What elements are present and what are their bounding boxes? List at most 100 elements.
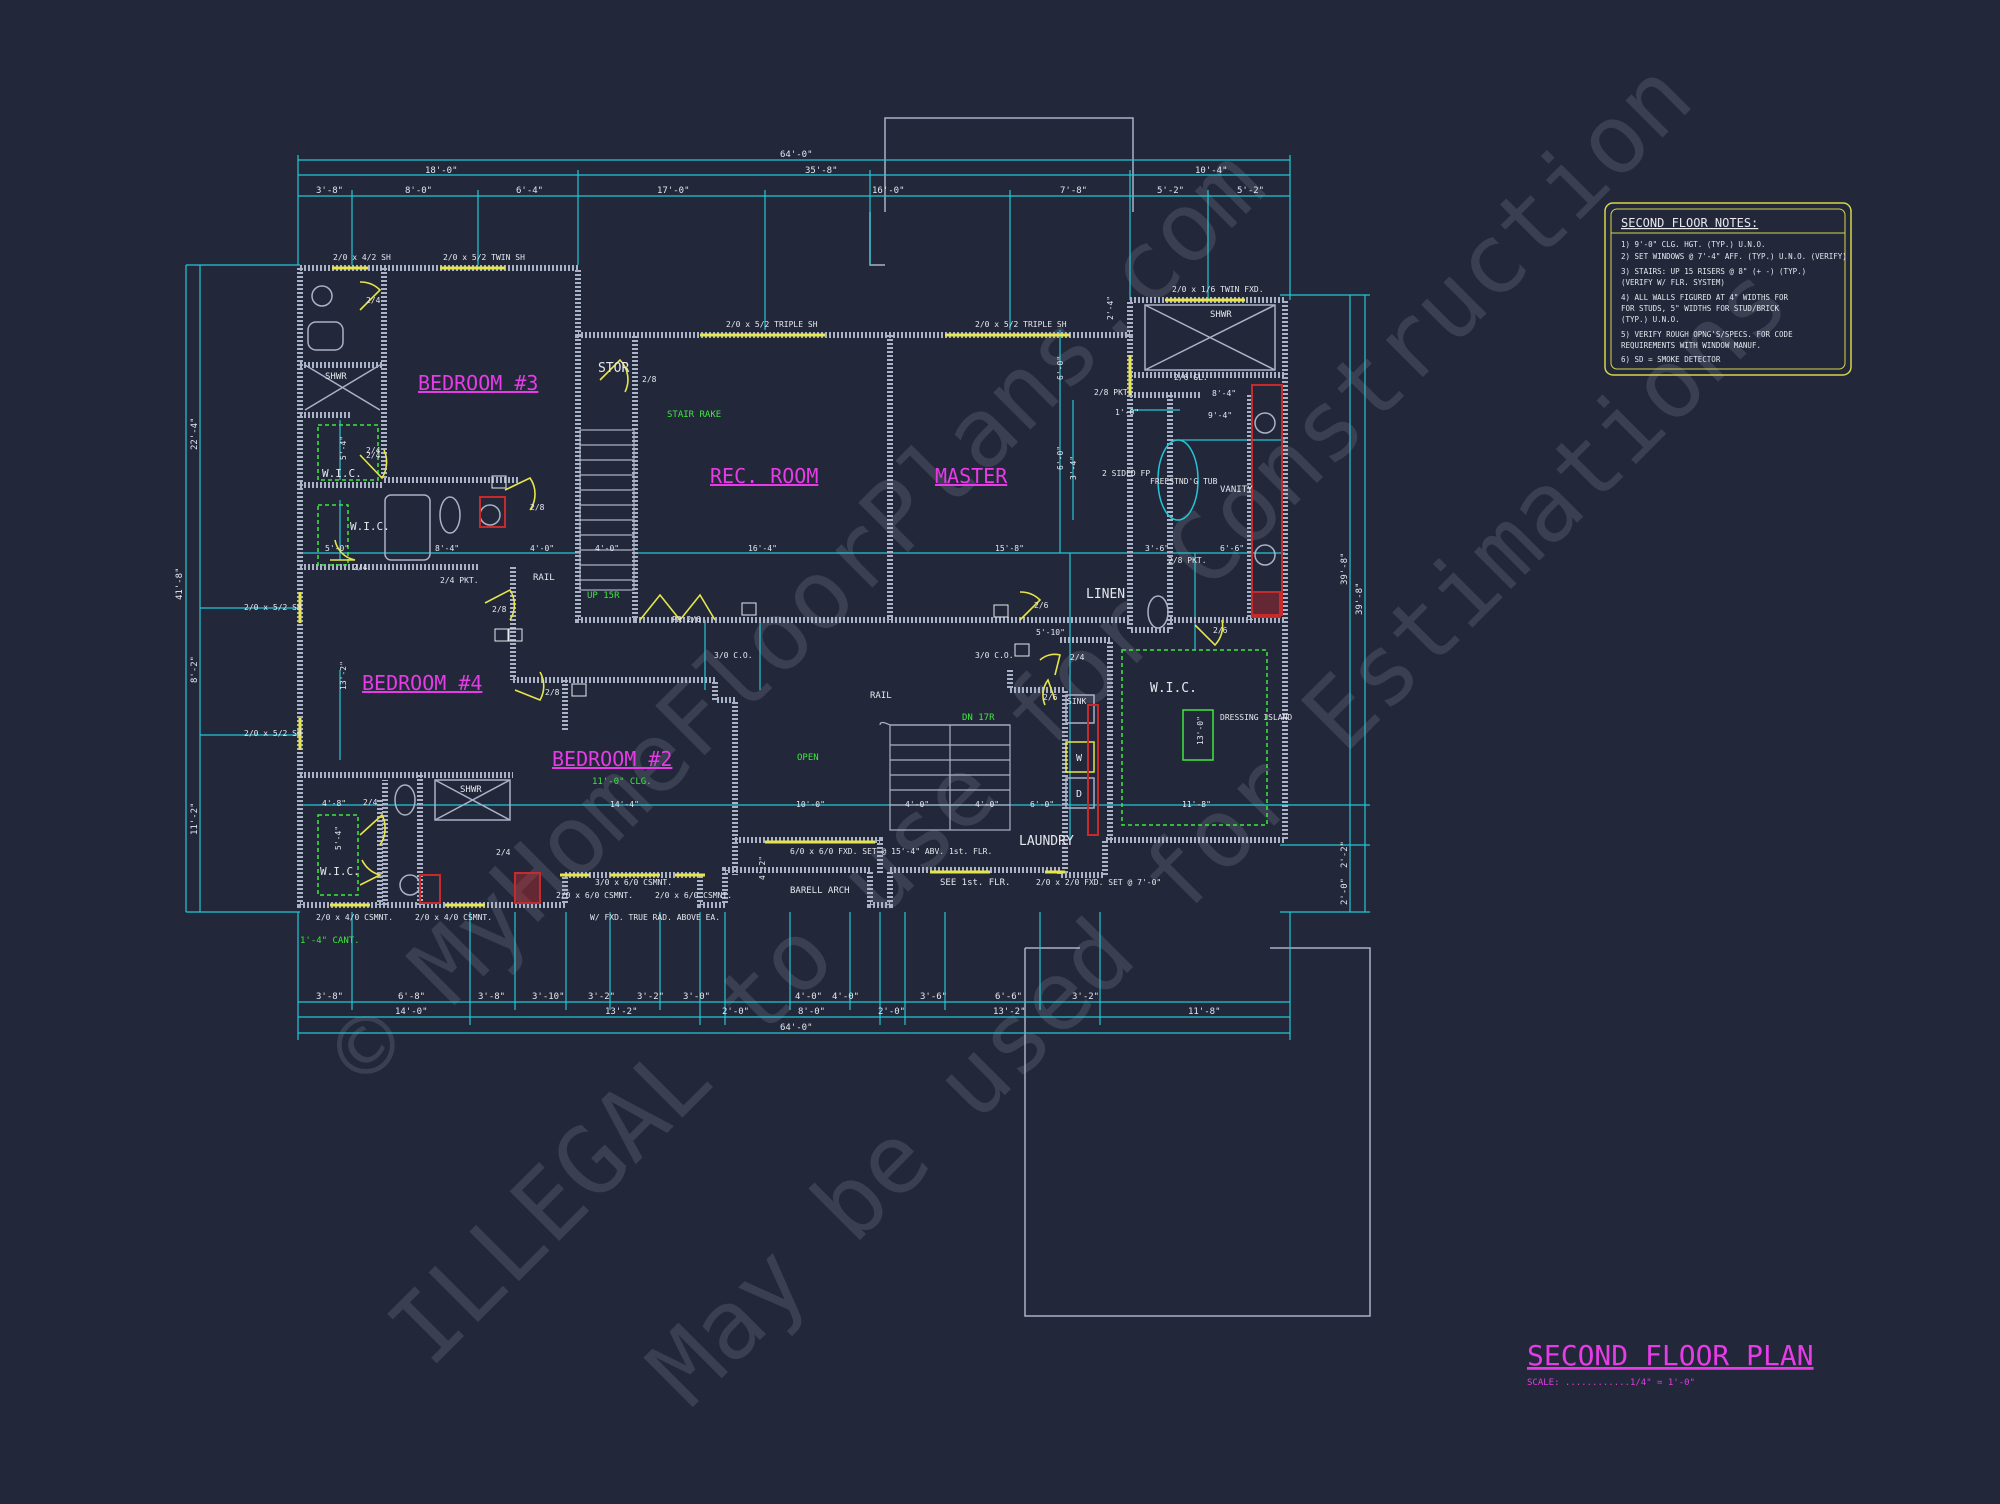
note-dn-17r: DN 17R [962,713,995,723]
note-item: 1) 9'-0" CLG. HGT. (TYP.) U.N.O. [1621,240,1766,249]
note-open: OPEN [797,753,819,763]
door-label: 2/4 [366,296,381,305]
dim-bottom: 2'-0" [722,1007,749,1017]
dim-interior: 3'-6" [1145,544,1169,553]
window-labels: 2/0 x 4/2 SH 2/0 x 5/2 TWIN SH 2/0 x 5/2… [244,253,1264,922]
window-label: 2/0 x 4/0 CSMNT. [415,913,492,922]
dim-interior: 4'-0" [905,800,929,809]
door-label: 2/8 [530,503,545,512]
top-dimensions: 64'-0" 18'-0" 35'-8" 10'-4" 3'-8" 8'-0" … [316,150,1264,196]
window-label: 6/0 x 6/0 FXD. SET @ 15'-4" ABV. 1st. FL… [790,847,992,856]
watermark: © MyHomeFloorPlans.com ILLEGAL to use fo… [307,40,1810,1426]
note-item: (TYP.) U.N.O. [1621,315,1680,324]
dim-left: 22'-4" [190,417,200,450]
dim-top: 5'-2" [1237,186,1264,196]
dim-interior: 4'-2" [758,856,767,880]
dimension-lines [185,155,1370,1040]
notes-title: SECOND FLOOR NOTES: [1621,216,1758,230]
door-label: PR 2/6 [672,615,701,624]
dim-top: 5'-2" [1157,186,1184,196]
dim-interior: 4'-8" [322,799,346,808]
dim-interior: 2'-4" [1106,296,1115,320]
dim-interior: 6'-6" [1220,544,1244,553]
dim-interior: 3'-4" [1069,456,1078,480]
dim-bottom: 3'-2" [588,992,615,1002]
dim-top: 10'-4" [1195,166,1228,176]
dim-top: 18'-0" [425,166,458,176]
dim-bottom: 3'-8" [478,992,505,1002]
dim-top-overall: 64'-0" [780,150,813,160]
dim-interior: 16'-4" [748,544,777,553]
dim-interior: 5'-4" [334,826,343,850]
dim-interior: 5'-10" [1036,628,1065,637]
label-wic-2: W.I.C. [350,520,390,533]
label-linen: LINEN [1086,587,1125,602]
label-shwr-3: SHWR [1210,310,1232,320]
label-wic-3: W.I.C. [320,865,360,878]
label-laundry: LAUNDRY [1019,834,1074,849]
dim-right: 39'-8" [1340,552,1350,585]
label-wic-master: W.I.C. [1150,681,1197,696]
dim-interior: 4'-0" [975,800,999,809]
room-label-bedroom4: BEDROOM #4 [362,671,482,695]
stairs [579,429,1011,831]
dim-right: 39'-8" [1355,582,1365,615]
note-up-15r: UP 15R [587,591,620,601]
door-label: 2/6 GL. [1174,373,1208,382]
dim-interior: 10'-0" [796,800,825,809]
label-barrel-arch: BARELL ARCH [790,886,850,896]
note-clg: 11'-0" CLG. [592,777,652,787]
note-item: 4) ALL WALLS FIGURED AT 4" WIDTHS FOR [1621,293,1789,302]
bath-fixtures [304,285,1276,896]
door-label: 2/8 PKT. [1168,556,1207,565]
dim-interior: 4'-0" [530,544,554,553]
note-cant: 1'-4" CANT. [300,936,360,946]
room-labels: BEDROOM #3 REC. ROOM MASTER BEDROOM #4 B… [362,371,1008,771]
dim-bottom: 13'-2" [993,1007,1026,1017]
room-label-master: MASTER [935,464,1008,488]
dim-bottom: 3'-8" [316,992,343,1002]
dim-top: 3'-8" [316,186,343,196]
door-label: 2/8 PKT. [1094,388,1133,397]
drawing-title-block: SECOND FLOOR PLAN SCALE: ............1/4… [1527,1339,1814,1388]
window-label: 2/0 x 2/0 FXD. SET @ 7'-0" [1036,878,1161,887]
dim-interior: 4'-0" [595,544,619,553]
dim-interior: 6'-0" [1056,356,1065,380]
window-label: 2/0 x 5/2 TRIPLE SH [726,320,818,329]
door-label: 2/6 [1213,626,1228,635]
dim-interior: 13'-2" [339,661,348,690]
label-sink: SINK [1067,697,1086,706]
label-wic-1: W.I.C. [322,467,362,480]
dim-bottom: 8'-0" [798,1007,825,1017]
window-label: 2/0 x 5/2 SH [244,603,302,612]
note-item: 2) SET WINDOWS @ 7'-4" AFF. (TYP.) U.N.O… [1621,252,1847,261]
door-label: 2/4 [366,451,381,460]
door-label: 2/4 [1070,653,1085,662]
label-rail-1: RAIL [533,573,555,583]
dim-left: 8'-2" [190,656,200,683]
window-label: 2/0 x 4/2 SH [333,253,391,262]
note-item: (VERIFY W/ FLR. SYSTEM) [1621,278,1725,287]
dim-left: 41'-8" [175,567,185,600]
window-label: 2/0 x 5/2 TWIN SH [443,253,525,262]
note-stair-rake: STAIR RAKE [667,410,721,420]
bottom-dimensions: 3'-8" 6'-8" 3'-8" 3'-10" 3'-2" 3'-2" 3'-… [316,992,1221,1033]
dim-interior: 8'-4" [435,544,459,553]
dim-right: 2'-0" [1340,878,1350,905]
room-label-rec-room: REC. ROOM [710,464,818,488]
room-label-bedroom2: BEDROOM #2 [552,747,672,771]
notes-panel: SECOND FLOOR NOTES: 1) 9'-0" CLG. HGT. (… [1604,202,1852,376]
dim-top: 35'-8" [805,166,838,176]
door-label: 2/8 [642,375,657,384]
door-label: 2/8 [492,605,507,614]
closet-shelves [317,424,1268,896]
dim-right: 2'-2" [1340,841,1350,868]
door-label: 3/0 C.O. [714,651,753,660]
note-item: 3) STAIRS: UP 15 RISERS @ 8" (+ -) (TYP.… [1621,267,1806,276]
dim-interior: 6'-0" [1030,800,1054,809]
note-item: 6) SD = SMOKE DETECTOR [1621,355,1721,364]
window-label: 2/0 x 6/0 CSMNT. [655,891,732,900]
label-shwr-1: SHWR [325,372,347,382]
window-label: 3/0 x 6/0 CSMNT. [595,878,672,887]
